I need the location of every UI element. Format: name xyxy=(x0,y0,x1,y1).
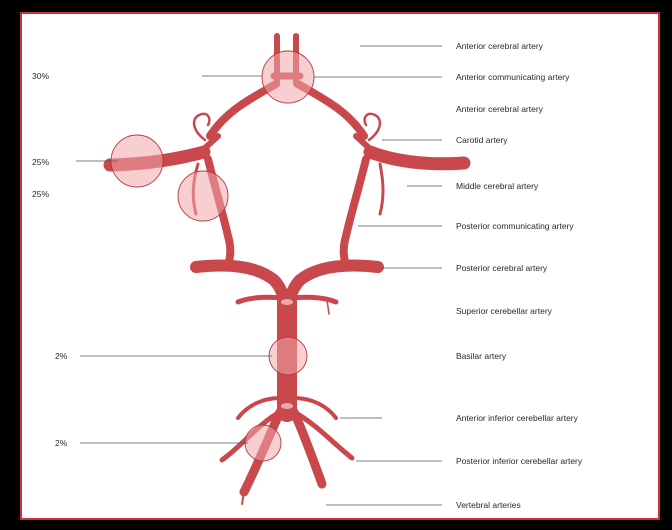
basilar-site xyxy=(269,337,307,375)
label-basilar: Basilar artery xyxy=(456,351,507,361)
pct-vertebral: 2% xyxy=(55,438,68,448)
circle-of-willis-diagram: 30% 25% 25% 2% 2% Anterior cerebral arte… xyxy=(22,14,660,520)
label-posterior-communicating: Posterior communicating artery xyxy=(456,221,574,231)
superior-cerebellar-left-vessel xyxy=(238,297,282,302)
label-posterior-inferior-cerebellar: Posterior inferior cerebellar artery xyxy=(456,456,583,466)
carotid-right-branch-vessel xyxy=(380,164,383,214)
posterior-communicating-right-vessel xyxy=(344,159,366,266)
diagram-frame: 30% 25% 25% 2% 2% Anterior cerebral arte… xyxy=(20,12,660,520)
label-anterior-inferior-cerebellar: Anterior inferior cerebellar artery xyxy=(456,413,579,423)
middle-cerebral-right-vessel xyxy=(370,152,464,164)
basilar-shine xyxy=(281,299,293,305)
superior-cerebellar-right-vessel xyxy=(292,297,336,302)
pct-carotid-middle: 25% xyxy=(32,157,49,167)
label-vertebral: Vertebral arteries xyxy=(456,500,521,510)
pct-posterior-communicating: 25% xyxy=(32,189,49,199)
label-carotid: Carotid artery xyxy=(456,135,508,145)
label-middle-cerebral: Middle cerebral artery xyxy=(456,181,539,191)
percentage-labels: 30% 25% 25% 2% 2% xyxy=(32,71,272,448)
label-posterior-cerebral: Posterior cerebral artery xyxy=(456,263,548,273)
posterior-communicating-site xyxy=(178,171,228,221)
vertebral-site xyxy=(245,425,281,461)
carotid-middle-site xyxy=(111,135,163,187)
pct-basilar: 2% xyxy=(55,351,68,361)
anterior-communicating-site xyxy=(262,51,314,103)
label-superior-cerebellar: Superior cerebellar artery xyxy=(456,306,553,316)
pct-anterior-communicating: 30% xyxy=(32,71,49,81)
label-anterior-cerebral-2: Anterior cerebral artery xyxy=(456,104,544,114)
label-anterior-communicating: Anterior communicating artery xyxy=(456,72,570,82)
basilar-lower-shine xyxy=(281,403,293,409)
label-anterior-cerebral-1: Anterior cerebral artery xyxy=(456,41,544,51)
artery-labels: Anterior cerebral artery Anterior commun… xyxy=(314,41,583,510)
artery-network xyxy=(110,36,464,504)
